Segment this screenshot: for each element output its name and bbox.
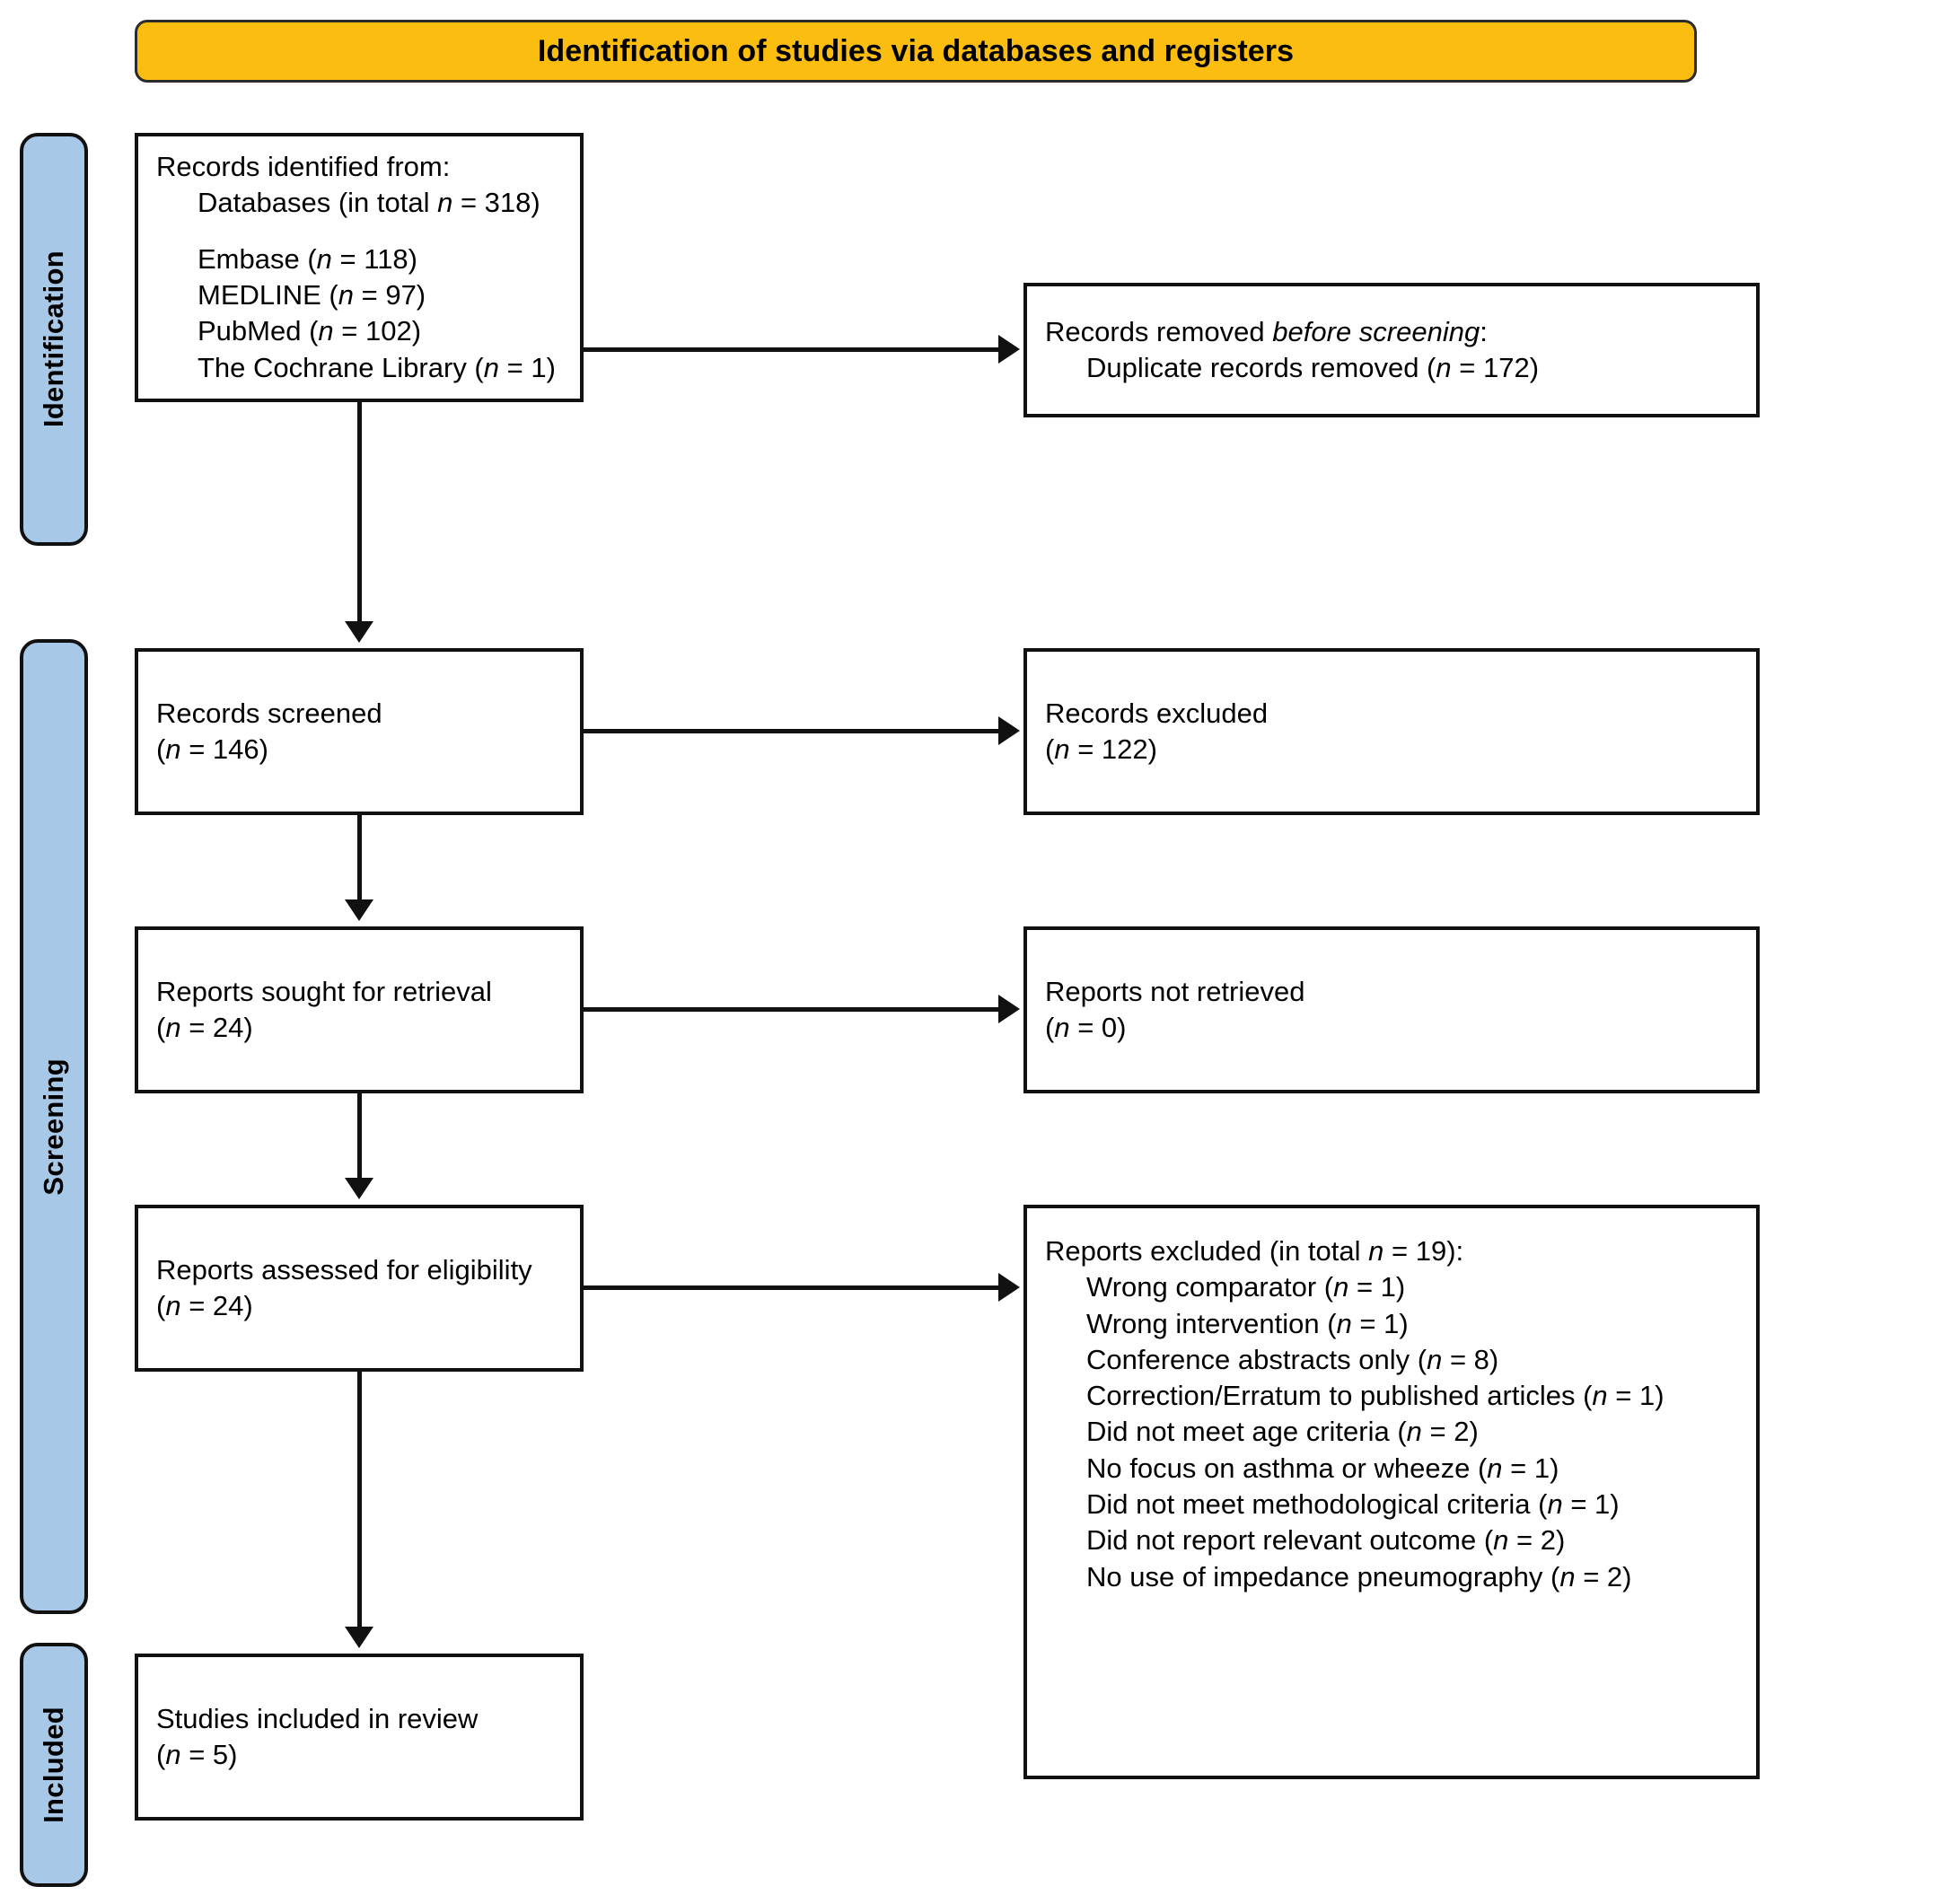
records-identified-total: Databases (in total n = 318)	[198, 187, 540, 219]
arrowhead-right-not-retrieved	[998, 995, 1020, 1023]
connector-sought-to-not-retrieved	[584, 1007, 1002, 1012]
source-pubmed: PubMed (n = 102)	[198, 315, 422, 347]
exclusion-reason-no-asthma-focus: No focus on asthma or wheeze (n = 1)	[1086, 1452, 1559, 1484]
connector-screened-to-sought	[357, 815, 362, 905]
studies-included-count: (n = 5)	[156, 1739, 238, 1770]
exclusion-reason-wrong-intervention: Wrong intervention (n = 1)	[1086, 1307, 1409, 1339]
arrowhead-right-records-excluded	[998, 716, 1020, 745]
reports-sought-title: Reports sought for retrieval	[156, 975, 492, 1007]
box-reports-excluded: Reports excluded (in total n = 19): Wron…	[1023, 1205, 1760, 1779]
exclusion-reason-conference-abstracts: Conference abstracts only (n = 8)	[1086, 1343, 1499, 1375]
page-title: Identification of studies via databases …	[537, 33, 1295, 68]
exclusion-reason-correction-erratum: Correction/Erratum to published articles…	[1086, 1380, 1665, 1412]
connector-identified-to-removed	[584, 347, 1002, 352]
phase-label-screening-text: Screening	[38, 1057, 69, 1196]
box-reports-assessed: Reports assessed for eligibility (n = 24…	[135, 1205, 584, 1372]
connector-assessed-to-included	[357, 1372, 362, 1632]
connector-identified-to-screened	[357, 402, 362, 627]
records-identified-spacer	[156, 222, 562, 241]
phase-label-screening: Screening	[20, 639, 88, 1614]
studies-included-title: Studies included in review	[156, 1702, 479, 1734]
exclusion-reason-age-criteria: Did not meet age criteria (n = 2)	[1086, 1416, 1479, 1448]
box-studies-included: Studies included in review (n = 5)	[135, 1654, 584, 1821]
arrowhead-down-included	[345, 1627, 373, 1648]
records-excluded-title: Records excluded	[1045, 697, 1269, 729]
connector-assessed-to-reports-excluded	[584, 1285, 1002, 1290]
phase-label-identification-text: Identification	[38, 250, 69, 428]
exclusion-reason-wrong-comparator: Wrong comparator (n = 1)	[1086, 1271, 1406, 1303]
box-records-screened: Records screened (n = 146)	[135, 648, 584, 815]
records-removed-heading: Records removed before screening:	[1045, 315, 1488, 347]
connector-screened-to-excluded	[584, 729, 1002, 733]
reports-assessed-count: (n = 24)	[156, 1290, 253, 1321]
arrowhead-right-reports-excluded	[998, 1273, 1020, 1302]
reports-not-retrieved-count: (n = 0)	[1045, 1012, 1127, 1043]
records-identified-heading: Records identified from:	[156, 151, 451, 182]
reports-assessed-title: Reports assessed for eligibility	[156, 1253, 532, 1285]
exclusion-reason-no-relevant-outcome: Did not report relevant outcome (n = 2)	[1086, 1524, 1566, 1557]
records-excluded-count: (n = 122)	[1045, 733, 1157, 765]
records-removed-duplicates: Duplicate records removed (n = 172)	[1086, 352, 1540, 383]
box-records-excluded: Records excluded (n = 122)	[1023, 648, 1760, 815]
source-medline: MEDLINE (n = 97)	[198, 279, 426, 311]
source-cochrane: The Cochrane Library (n = 1)	[198, 351, 556, 383]
exclusion-reason-no-impedance-pneumography: No use of impedance pneumography (n = 2)	[1086, 1560, 1632, 1593]
records-screened-title: Records screened	[156, 697, 382, 729]
phase-label-included: Included	[20, 1643, 88, 1887]
reports-not-retrieved-title: Reports not retrieved	[1045, 975, 1305, 1007]
reports-excluded-heading: Reports excluded (in total n = 19):	[1045, 1235, 1464, 1267]
box-reports-sought: Reports sought for retrieval (n = 24)	[135, 926, 584, 1093]
box-records-removed: Records removed before screening: Duplic…	[1023, 283, 1760, 417]
source-embase: Embase (n = 118)	[198, 242, 417, 275]
records-screened-count: (n = 146)	[156, 733, 268, 765]
exclusion-reason-methodological-criteria: Did not meet methodological criteria (n …	[1086, 1488, 1620, 1521]
box-reports-not-retrieved: Reports not retrieved (n = 0)	[1023, 926, 1760, 1093]
arrowhead-right-removed	[998, 335, 1020, 364]
connector-sought-to-assessed	[357, 1093, 362, 1183]
arrowhead-down-sought	[345, 899, 373, 921]
phase-label-identification: Identification	[20, 133, 88, 546]
arrowhead-down-assessed	[345, 1178, 373, 1199]
diagram-header-banner: Identification of studies via databases …	[135, 20, 1697, 83]
box-records-identified: Records identified from: Databases (in t…	[135, 133, 584, 402]
phase-label-included-text: Included	[38, 1707, 69, 1823]
arrowhead-down-screened	[345, 621, 373, 643]
reports-sought-count: (n = 24)	[156, 1012, 253, 1043]
